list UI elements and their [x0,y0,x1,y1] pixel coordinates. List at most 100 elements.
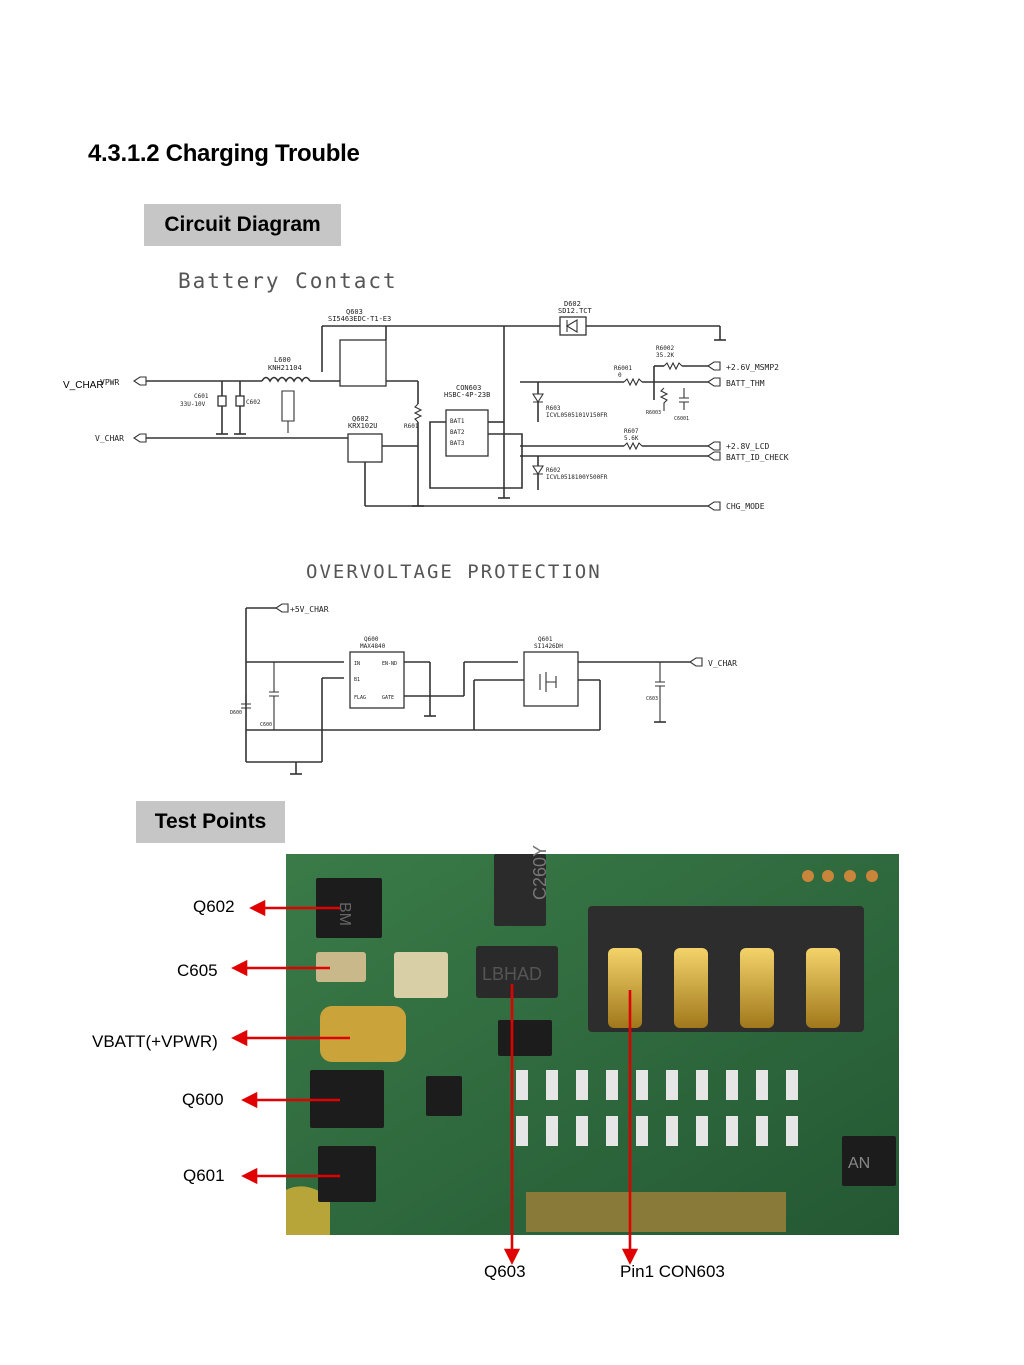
c603-ref: C603 [646,696,658,702]
r6003-ref: R6003 [646,410,661,416]
r6002-ref: R6002 [656,345,674,352]
circuit-diagram-label-text: Circuit Diagram [164,213,321,236]
batt-thm-port [707,377,721,387]
r603-ref: R603 [546,405,561,412]
c601-ref: C601 [194,393,209,400]
tp-label-q600: Q600 [182,1090,224,1109]
q600-pn: MAX4840 [360,643,386,650]
an-chip-marking: AN [848,1155,870,1172]
r6002-body [663,361,683,371]
small-chip [498,1020,552,1056]
batt-thm-net-label: BATT_THM [726,379,765,388]
c6001-ref: C6001 [674,416,689,422]
v-char-port [133,433,147,443]
v-lcd-port [707,441,721,451]
v-lcd-net-label: +2.8V_LCD [726,442,770,451]
d602-pn: SD12.TCT [558,307,593,315]
con603-contact-2 [674,948,708,1028]
con603-pin-2: BAT2 [450,429,465,436]
test-pads [802,870,878,882]
q600-pin-b1: B1 [354,677,360,683]
pcb-board [286,854,899,1235]
overvoltage-title: OVERVOLTAGE PROTECTION [306,561,602,583]
r602-symbol [532,465,544,476]
r607-ref: R607 [624,428,639,435]
c605-capacitor [316,952,366,982]
q602-chip-marking: BM [336,902,353,926]
arrow-q601-head [241,1167,258,1185]
r602-ref: R602 [546,467,561,474]
q602-ref: Q602 [352,415,369,423]
r603-symbol [532,393,544,404]
v-msmp2-net-label: +2.6V_MSMP2 [726,363,779,372]
ov-out-net-label: V_CHAR [708,659,737,668]
test-points-label-text: Test Points [154,810,267,833]
circuit-diagram-label: Circuit Diagram [144,204,341,246]
r601-body [413,403,423,423]
con603-contact-1 [608,948,642,1028]
battery-connector-housing [588,906,864,1032]
page-heading: 4.3.1.2 Charging Trouble [88,140,360,167]
r6003-body [659,387,669,411]
r6001-body [623,377,643,387]
con603-body [445,409,489,457]
q601-body [523,651,579,707]
r6001-ref: R6001 [614,365,632,372]
ov-in-net-label: +5V_CHAR [290,605,329,614]
con603-contact-3 [740,948,774,1028]
d602-body [559,316,587,336]
con603-pin-1: BAT1 [450,418,465,425]
q601-pn: SI1426DH [534,643,563,650]
c602-ref: C602 [246,399,261,406]
q601-ref: Q601 [538,636,553,643]
c260y-component [494,854,546,926]
r601-ref: R601 [404,423,419,430]
vbatt-tantalum [320,1006,406,1062]
ov-out-port [689,657,703,667]
con603-ref: CON603 [456,384,481,392]
tp-label-q602: Q602 [193,897,235,916]
tp-label-q601: Q601 [183,1166,225,1185]
d600-ref: D600 [230,710,242,716]
c602-body [235,395,245,407]
large-capacitor [394,952,448,998]
r602-pn: ICVL0518100Y500FR [546,474,608,481]
r607-body [623,441,643,451]
con603-pin-3: BAT3 [450,440,465,447]
chg-mode-port [707,501,721,511]
q603-chip [476,946,558,998]
test-points-label: Test Points [136,801,285,843]
r607-value: 5.6K [624,435,639,442]
l600-inductor [261,376,311,383]
vpwr-port [133,376,147,386]
pcb-corner-component [286,1186,330,1235]
c6001-body [679,388,689,410]
v-msmp2-port [707,361,721,371]
arrow-c605-head [231,959,248,977]
d600-symbol [241,694,251,718]
l600-ref: L600 [274,356,291,364]
d602-ref: D602 [564,300,581,308]
q603-pn: SI5463EDC-T1-E3 [328,315,391,323]
flex-connector [526,1192,786,1232]
arrow-q603-head [503,1248,521,1265]
arrow-q602-head [249,899,266,917]
con603-left-loop [429,421,523,489]
battery-contact-title: Battery Contact [178,269,398,293]
q600-pin-in: IN [354,661,360,667]
c601-body [217,395,227,407]
q600-pin-enable: EN-ND [382,661,397,667]
v-char-net-label: V_CHAR [95,434,124,443]
con603-contact-4 [806,948,840,1028]
q600-chip [310,1070,384,1128]
arrow-vbatt-head [231,1029,248,1047]
q600-body [349,651,405,709]
c601-value: 33U-10V [180,401,206,408]
q603-ref: Q603 [346,308,363,316]
c603-symbol [655,662,665,722]
c600-ref: C600 [260,722,272,728]
vpwr-net-label: VPWR [100,378,119,387]
q601-fet-symbol [539,672,557,692]
tp-label-vbatt: VBATT(+VPWR) [92,1032,218,1051]
q601-chip [318,1146,376,1202]
